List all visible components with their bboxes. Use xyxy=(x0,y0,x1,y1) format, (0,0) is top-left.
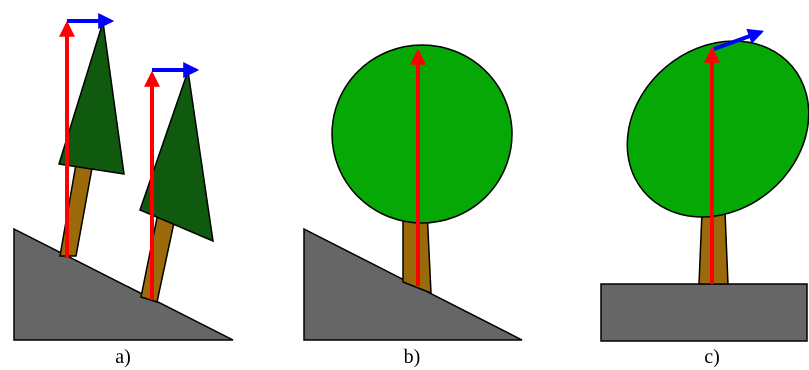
broadleaf-crown xyxy=(626,40,809,218)
panel-label: c) xyxy=(704,346,720,368)
conifer-foliage xyxy=(139,70,214,243)
conifer-foliage xyxy=(58,21,125,175)
horizontal-arrow xyxy=(713,28,765,51)
sloped-ground xyxy=(13,227,234,341)
conifer-trunk xyxy=(59,163,93,257)
flat-ground xyxy=(600,283,808,342)
panel-c: c) xyxy=(600,28,809,368)
conifer-trunk xyxy=(140,212,176,303)
broadleaf-crown xyxy=(331,44,513,224)
panel-label: b) xyxy=(404,346,421,368)
panel-a: a) xyxy=(13,13,234,368)
panel-label: a) xyxy=(115,346,131,368)
panel-b: b) xyxy=(303,44,523,368)
